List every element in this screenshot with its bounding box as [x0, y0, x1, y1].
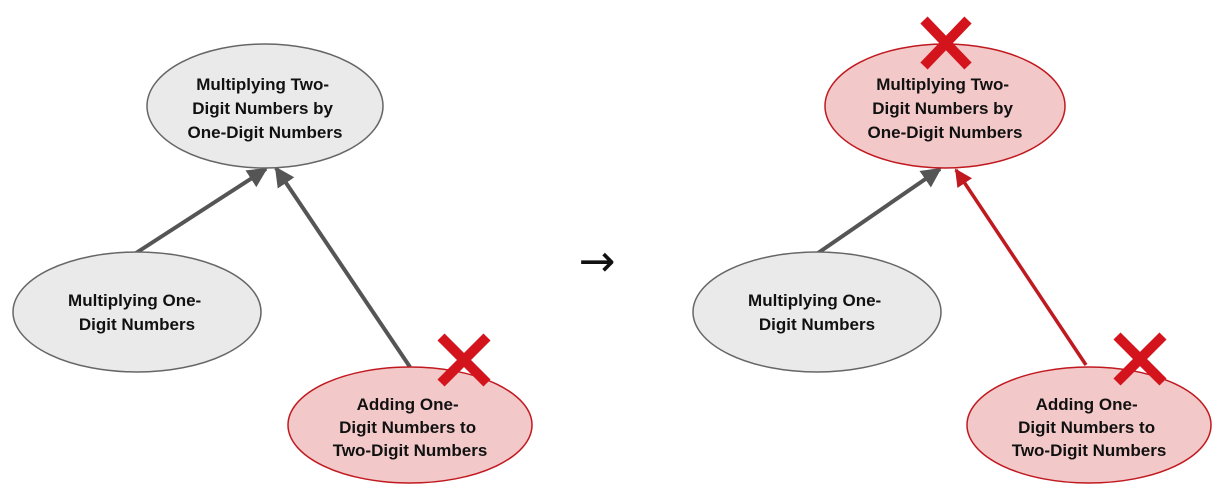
right-node-prereq-a-shape [692, 251, 942, 373]
right-node-target: Multiplying Two- Digit Numbers by One-Di… [824, 43, 1066, 169]
right-node-prereq-b-line-2: Digit Numbers to [1018, 418, 1155, 437]
right-node-prereq-b-line-3: Two-Digit Numbers [1012, 441, 1167, 460]
right-node-prereq-a-line-2: Digit Numbers [759, 315, 875, 334]
right-node-target-line-1: Multiplying Two- [876, 75, 1009, 94]
left-node-target-line-3: One-Digit Numbers [188, 123, 343, 142]
left-node-prereq-b-label: Adding One- Digit Numbers to Two-Digit N… [333, 395, 488, 460]
right-edge-prereq-a-to-target [816, 167, 942, 255]
right-node-prereq-a: Multiplying One- Digit Numbers [692, 251, 942, 373]
right-node-target-line-3: One-Digit Numbers [868, 123, 1023, 142]
left-node-prereq-b-shape [287, 366, 533, 484]
right-prereq-b-cross-icon [1113, 332, 1167, 386]
right-target-cross-icon [920, 16, 972, 70]
right-node-prereq-b: Adding One- Digit Numbers to Two-Digit N… [966, 366, 1212, 484]
left-node-prereq-b: Adding One- Digit Numbers to Two-Digit N… [287, 366, 533, 484]
left-node-prereq-a-line-2: Digit Numbers [79, 315, 195, 334]
left-node-prereq-a-label: Multiplying One- Digit Numbers [68, 291, 206, 334]
left-node-prereq-a-shape [12, 251, 262, 373]
left-edge-prereq-a-to-target [134, 167, 268, 255]
left-diagram: Multiplying Two- Digit Numbers by One-Di… [12, 43, 533, 484]
left-node-prereq-a-line-1: Multiplying One- [68, 291, 201, 310]
left-node-target: Multiplying Two- Digit Numbers by One-Di… [146, 43, 384, 169]
right-edge-prereq-b-to-target [954, 168, 1088, 366]
right-node-target-label: Multiplying Two- Digit Numbers by One-Di… [868, 75, 1023, 142]
right-node-prereq-a-label: Multiplying One- Digit Numbers [748, 291, 886, 334]
left-node-target-label: Multiplying Two- Digit Numbers by One-Di… [188, 75, 343, 142]
left-cross-stroke-2 [437, 333, 491, 387]
left-node-target-line-2: Digit Numbers by [192, 99, 333, 118]
right-node-prereq-b-line-1: Adding One- [1036, 395, 1138, 414]
left-node-target-line-1: Multiplying Two- [196, 75, 329, 94]
left-node-prereq-b-line-2: Digit Numbers to [339, 418, 476, 437]
right-node-prereq-b-label: Adding One- Digit Numbers to Two-Digit N… [1012, 395, 1167, 460]
transition-arrow-icon: → [579, 236, 616, 287]
right-cross-stroke-2 [1113, 332, 1167, 386]
left-edge-prereq-b-to-target [274, 166, 412, 369]
right-target-cross-stroke-2 [920, 16, 972, 70]
left-node-prereq-b-line-1: Adding One- [357, 395, 459, 414]
left-node-prereq-a: Multiplying One- Digit Numbers [12, 251, 262, 373]
right-node-prereq-b-shape [966, 366, 1212, 484]
right-diagram: Multiplying Two- Digit Numbers by One-Di… [692, 16, 1212, 484]
left-prereq-b-cross-icon [437, 333, 491, 387]
right-node-target-line-2: Digit Numbers by [872, 99, 1013, 118]
right-node-prereq-a-line-1: Multiplying One- [748, 291, 881, 310]
left-node-target-shape [146, 43, 384, 169]
left-node-prereq-b-line-3: Two-Digit Numbers [333, 441, 488, 460]
